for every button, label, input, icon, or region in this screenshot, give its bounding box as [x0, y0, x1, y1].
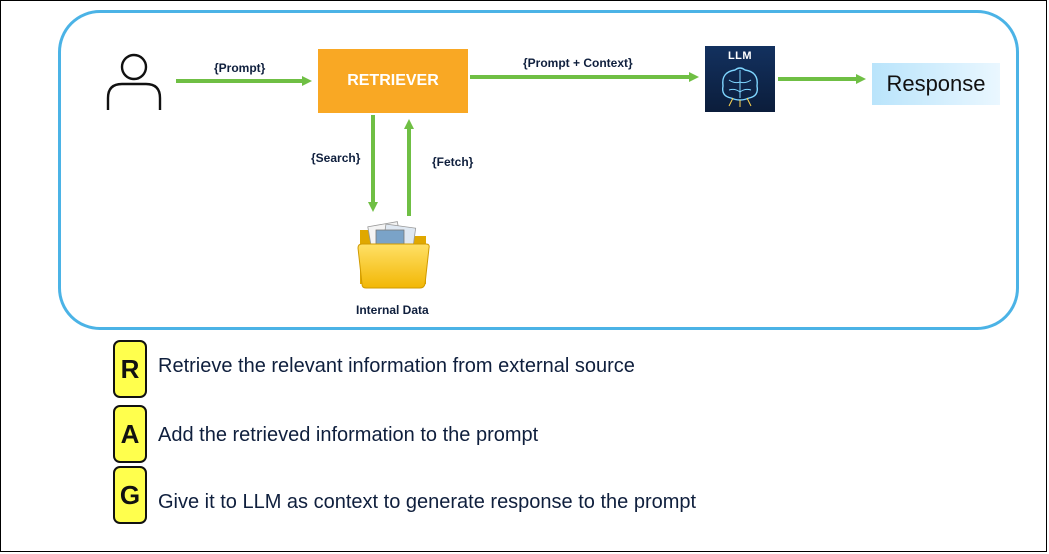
- rag-flow-panel: [58, 10, 1019, 330]
- rag-letter-g: G: [113, 466, 147, 524]
- folder-icon: [357, 221, 430, 289]
- rag-letter-a: A: [113, 405, 147, 463]
- user-icon: [106, 53, 162, 110]
- rag-text-g: Give it to LLM as context to generate re…: [158, 491, 697, 513]
- rag-text-a: Add the retrieved information to the pro…: [158, 424, 539, 446]
- internal-data-label: Internal Data: [356, 303, 429, 317]
- rag-letter-r: R: [113, 340, 147, 398]
- prompt-label: {Prompt}: [214, 61, 266, 75]
- retriever-box: RETRIEVER: [318, 49, 468, 113]
- llm-title: LLM: [727, 50, 753, 62]
- search-label: {Search}: [311, 151, 361, 165]
- rag-text-r: Retrieve the relevant information from e…: [158, 355, 635, 377]
- llm-box: LLM: [705, 46, 775, 112]
- prompt-context-label: {Prompt + Context}: [523, 56, 633, 70]
- fetch-label: {Fetch}: [432, 155, 474, 169]
- response-box: Response: [872, 63, 1000, 105]
- brain-icon: [721, 67, 759, 107]
